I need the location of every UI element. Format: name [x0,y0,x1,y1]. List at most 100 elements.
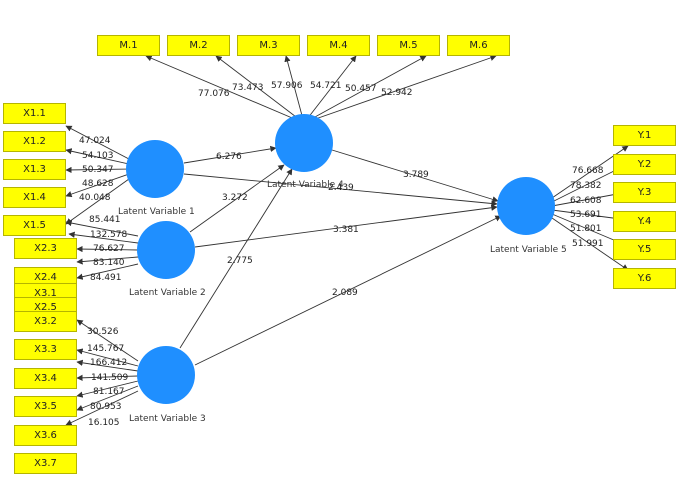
arrow-lv3-x34 [76,374,139,381]
arrow-lv2-x24 [76,256,139,265]
latent-variable-5[interactable] [497,177,555,235]
indicator-y5[interactable]: Y.5 [613,239,676,260]
indicator-x15[interactable]: X1.5 [3,215,66,236]
arrow-lv3-lv5 [194,215,502,366]
indicator-m3[interactable]: M.3 [237,35,300,56]
weight-label-x23: 76.627 [93,244,125,254]
weight-label-x13: 50.347 [82,165,114,175]
arrow-lv3-lv4 [179,168,293,349]
weight-label-x35: 81.167 [93,387,125,397]
weight-label-x24: 83.140 [93,258,125,268]
indicator-x37[interactable]: X3.7 [14,453,77,474]
arrow-lv1-lv4 [183,145,277,164]
weight-label-x31: 30.526 [87,327,119,337]
latent-variable-1[interactable] [126,140,184,198]
arrow-lv2-x22 [68,231,139,244]
arrow-lv4-lv5 [331,149,499,203]
weight-label-m1: 77.076 [198,89,230,99]
indicator-x35[interactable]: X3.5 [14,396,77,417]
arrow-lv3-x31 [76,319,139,362]
latent-variable-3[interactable] [137,346,195,404]
indicator-m1[interactable]: M.1 [97,35,160,56]
path-label-lv1-lv5: 2.439 [328,183,354,193]
indicator-m2[interactable]: M.2 [167,35,230,56]
indicator-y3[interactable]: Y.3 [613,182,676,203]
path-label-lv1-lv4: 6.276 [216,152,242,162]
indicator-x11[interactable]: X1.1 [3,103,66,124]
weight-label-x37: 16.105 [88,418,120,428]
indicator-x34[interactable]: X3.4 [14,368,77,389]
weight-label-y1: 76.668 [572,166,604,176]
latent-variable-4[interactable] [275,114,333,172]
arrow-lv2-x25 [76,263,139,280]
indicator-y1[interactable]: Y.1 [613,125,676,146]
weight-label-y4: 53.691 [570,210,602,220]
weight-label-y6: 51.991 [572,239,604,249]
weight-label-m6: 52.942 [381,88,413,98]
arrow-lv2-x21 [65,219,139,237]
indicator-x23[interactable]: X2.3 [14,238,77,259]
indicator-y2[interactable]: Y.2 [613,154,676,175]
indicator-m6[interactable]: M.6 [447,35,510,56]
weight-label-x12: 54.103 [82,151,114,161]
arrow-lv1-x14 [65,173,130,198]
arrow-lv3-x37 [65,390,139,426]
weight-label-m2: 73.473 [232,83,264,93]
indicator-y4[interactable]: Y.4 [613,211,676,232]
arrow-lv3-x36 [76,385,139,411]
arrow-lv4-m5 [303,55,427,124]
weight-label-m4: 54.721 [310,81,342,91]
arrow-lv1-lv5 [183,173,498,207]
arrow-lv4-m3 [284,55,305,124]
weight-label-m3: 57.906 [271,81,303,91]
weight-label-y3: 62.608 [570,196,602,206]
arrow-lv5-y6 [551,217,629,271]
weight-label-x22: 132.578 [90,230,128,240]
weight-label-y2: 78.382 [570,181,602,191]
weight-label-x14: 48.628 [82,179,114,189]
arrow-lv2-lv4 [189,164,285,233]
arrow-lv3-x33 [76,359,139,372]
latent-variable-2-label: Latent Variable 2 [129,288,206,298]
arrow-lv2-lv5 [194,204,498,248]
weight-label-x15: 40.048 [79,193,111,203]
arrow-lv4-m1 [145,55,305,124]
path-label-lv3-lv4: 2.775 [227,256,253,266]
weight-label-x32: 145.767 [87,344,125,354]
weight-label-m5: 50.457 [345,84,377,94]
indicator-x36[interactable]: X3.6 [14,425,77,446]
weight-label-x34: 141.509 [91,373,129,383]
arrow-lv4-m4 [303,55,357,124]
arrow-lv4-m6 [303,54,497,124]
indicator-m4[interactable]: M.4 [307,35,370,56]
weight-label-y5: 51.801 [570,224,602,234]
arrow-lv4-m2 [215,55,305,124]
arrow-lv1-x11 [65,125,130,160]
indicator-y6[interactable]: Y.6 [613,268,676,289]
latent-variable-2[interactable] [137,221,195,279]
arrow-lv1-x12 [65,148,130,165]
path-label-lv4-lv5: 3.789 [403,170,429,180]
path-label-lv2-lv4: 3.272 [222,193,248,203]
arrow-lv1-x13 [65,166,130,174]
weight-label-x11: 47.024 [79,136,111,146]
arrow-lv2-x23 [76,245,139,253]
indicator-x33[interactable]: X3.3 [14,339,77,360]
latent-variable-4-label: Latent Variable 4 [267,180,344,190]
indicator-m5[interactable]: M.5 [377,35,440,56]
indicator-x13[interactable]: X1.3 [3,159,66,180]
latent-variable-1-label: Latent Variable 1 [118,207,195,217]
weight-label-x36: 80.953 [90,402,122,412]
arrow-lv1-x15 [65,178,130,225]
latent-variable-5-label: Latent Variable 5 [490,245,567,255]
latent-variable-3-label: Latent Variable 3 [129,414,206,424]
path-label-lv3-lv5: 2.089 [332,288,358,298]
indicator-x32[interactable]: X3.2 [14,311,77,332]
indicator-x14[interactable]: X1.4 [3,187,66,208]
indicator-x12[interactable]: X1.2 [3,131,66,152]
path-label-lv2-lv5: 3.381 [333,225,359,235]
weight-label-x25: 84.491 [90,273,122,283]
arrow-lv3-x32 [76,348,139,367]
weight-label-x33: 166.412 [90,358,128,368]
